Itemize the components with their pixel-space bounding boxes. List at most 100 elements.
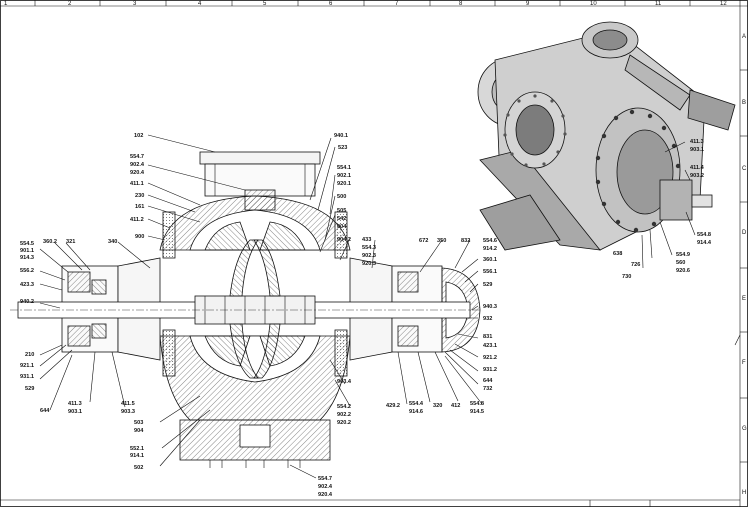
label-931-2: 931.2 [483, 367, 497, 373]
label-554-8-section: 554.8 [470, 401, 484, 407]
part-labels: 102 940.1 523 554.7 902.4 920.4 554.1 90… [20, 133, 712, 498]
label-560: 560 [676, 260, 685, 266]
label-321: 321 [66, 239, 75, 245]
grid-col-3: 3 [133, 1, 137, 7]
label-940-3: 940.3 [483, 304, 497, 310]
grid-row-B: B [742, 100, 746, 106]
label-902-1: 902.1 [337, 173, 351, 179]
grid-col-11: 11 [655, 1, 662, 7]
label-423-1: 423.1 [483, 343, 497, 349]
label-411-3-section: 411.3 [68, 401, 82, 407]
label-903-1-section: 903.1 [68, 409, 82, 415]
label-500: 500 [337, 194, 346, 200]
label-672: 672 [419, 238, 428, 244]
label-350: 350 [437, 238, 446, 244]
label-505: 505 [337, 208, 346, 214]
label-831: 831 [483, 334, 492, 340]
label-904-bottom: 904 [134, 428, 144, 434]
pump-section-view [10, 151, 481, 468]
label-644-left: 644 [40, 408, 50, 414]
label-230: 230 [135, 193, 144, 199]
label-554-9: 554.9 [676, 252, 690, 258]
label-921-1: 921.1 [20, 363, 34, 369]
grid-row-H: H [742, 490, 746, 496]
label-340: 340 [108, 239, 117, 245]
label-554-5: 554.5 [20, 241, 34, 247]
label-644-right: 644 [483, 378, 493, 384]
label-903-1-exterior: 903.1 [690, 147, 704, 153]
grid-col-10: 10 [590, 1, 597, 7]
label-914-3: 914.3 [20, 255, 34, 261]
label-902-3: 902.3 [362, 253, 376, 259]
grid-col-5: 5 [263, 1, 267, 7]
label-554-8-exterior: 554.8 [697, 232, 711, 238]
label-554-1: 554.1 [337, 165, 351, 171]
label-320: 320 [433, 403, 442, 409]
label-411-2: 411.2 [130, 217, 144, 223]
grid-col-7: 7 [395, 1, 399, 7]
label-902-4-top: 902.4 [130, 162, 145, 168]
label-556-1: 556.1 [483, 269, 497, 275]
label-920-1: 920.1 [337, 181, 351, 187]
grid-column-labels: 1 2 3 4 5 6 7 8 9 10 11 12 [4, 0, 727, 7]
label-411-1: 411.1 [130, 181, 144, 187]
label-901-1: 901.1 [20, 248, 34, 254]
label-914-1: 914.1 [130, 453, 144, 459]
label-554-7-bottom: 554.7 [318, 476, 332, 482]
grid-row-C: C [742, 166, 747, 172]
upper-casing [159, 195, 351, 259]
label-429-2: 429.2 [386, 403, 400, 409]
label-832: 832 [461, 238, 470, 244]
label-210: 210 [25, 352, 34, 358]
grid-row-labels: A B C D E F G H [740, 34, 748, 496]
grid-col-6: 6 [329, 1, 333, 7]
grid-row-A: A [742, 34, 746, 40]
grid-col-12: 12 [720, 1, 727, 7]
label-903-2: 903.2 [690, 173, 704, 179]
grid-row-F: F [742, 360, 746, 366]
label-529-right: 529 [483, 282, 492, 288]
suction-nozzle [179, 419, 331, 468]
label-554-2: 554.2 [337, 404, 351, 410]
grid-col-9: 9 [526, 1, 530, 7]
discharge-nozzle [199, 151, 321, 211]
leader-lines [39, 134, 741, 479]
label-554-6: 554.6 [483, 238, 497, 244]
label-554-4: 554.4 [409, 401, 424, 407]
title-block-edge [0, 499, 740, 507]
label-638: 638 [613, 251, 622, 257]
grid-col-4: 4 [198, 1, 202, 7]
label-554-7-top: 554.7 [130, 154, 144, 160]
label-902-4-bottom: 902.4 [318, 484, 333, 490]
label-423-3: 423.3 [20, 282, 34, 288]
label-161: 161 [135, 204, 144, 210]
grid-col-1: 1 [4, 1, 8, 7]
label-920-4-top: 920.4 [130, 170, 145, 176]
label-904-2: 904.2 [337, 237, 351, 243]
grid-col-2: 2 [68, 1, 72, 7]
grid-col-8: 8 [459, 1, 463, 7]
label-542: 542 [337, 216, 346, 222]
label-920-6: 920.6 [676, 268, 690, 274]
label-411-5: 411.5 [121, 401, 135, 407]
label-360-2: 360.2 [43, 239, 57, 245]
label-940-2: 940.2 [20, 299, 34, 305]
label-523: 523 [338, 145, 347, 151]
label-529-left: 529 [25, 386, 34, 392]
label-940-1: 940.1 [334, 133, 348, 139]
impeller [229, 239, 281, 379]
label-903-3: 903.3 [121, 409, 135, 415]
grid-row-D: D [742, 230, 747, 236]
label-921-2: 921.2 [483, 355, 497, 361]
label-360-1: 360.1 [483, 257, 497, 263]
label-914-2: 914.2 [483, 246, 497, 252]
label-503: 503 [134, 420, 143, 426]
label-914-6: 914.6 [409, 409, 423, 415]
pump-shaft [10, 295, 480, 325]
label-556-2: 556.2 [20, 268, 34, 274]
pump-exterior-view [477, 21, 736, 251]
label-914-5: 914.5 [470, 409, 484, 415]
label-411-3-exterior: 411.3 [690, 139, 704, 145]
label-932: 932 [483, 316, 492, 322]
